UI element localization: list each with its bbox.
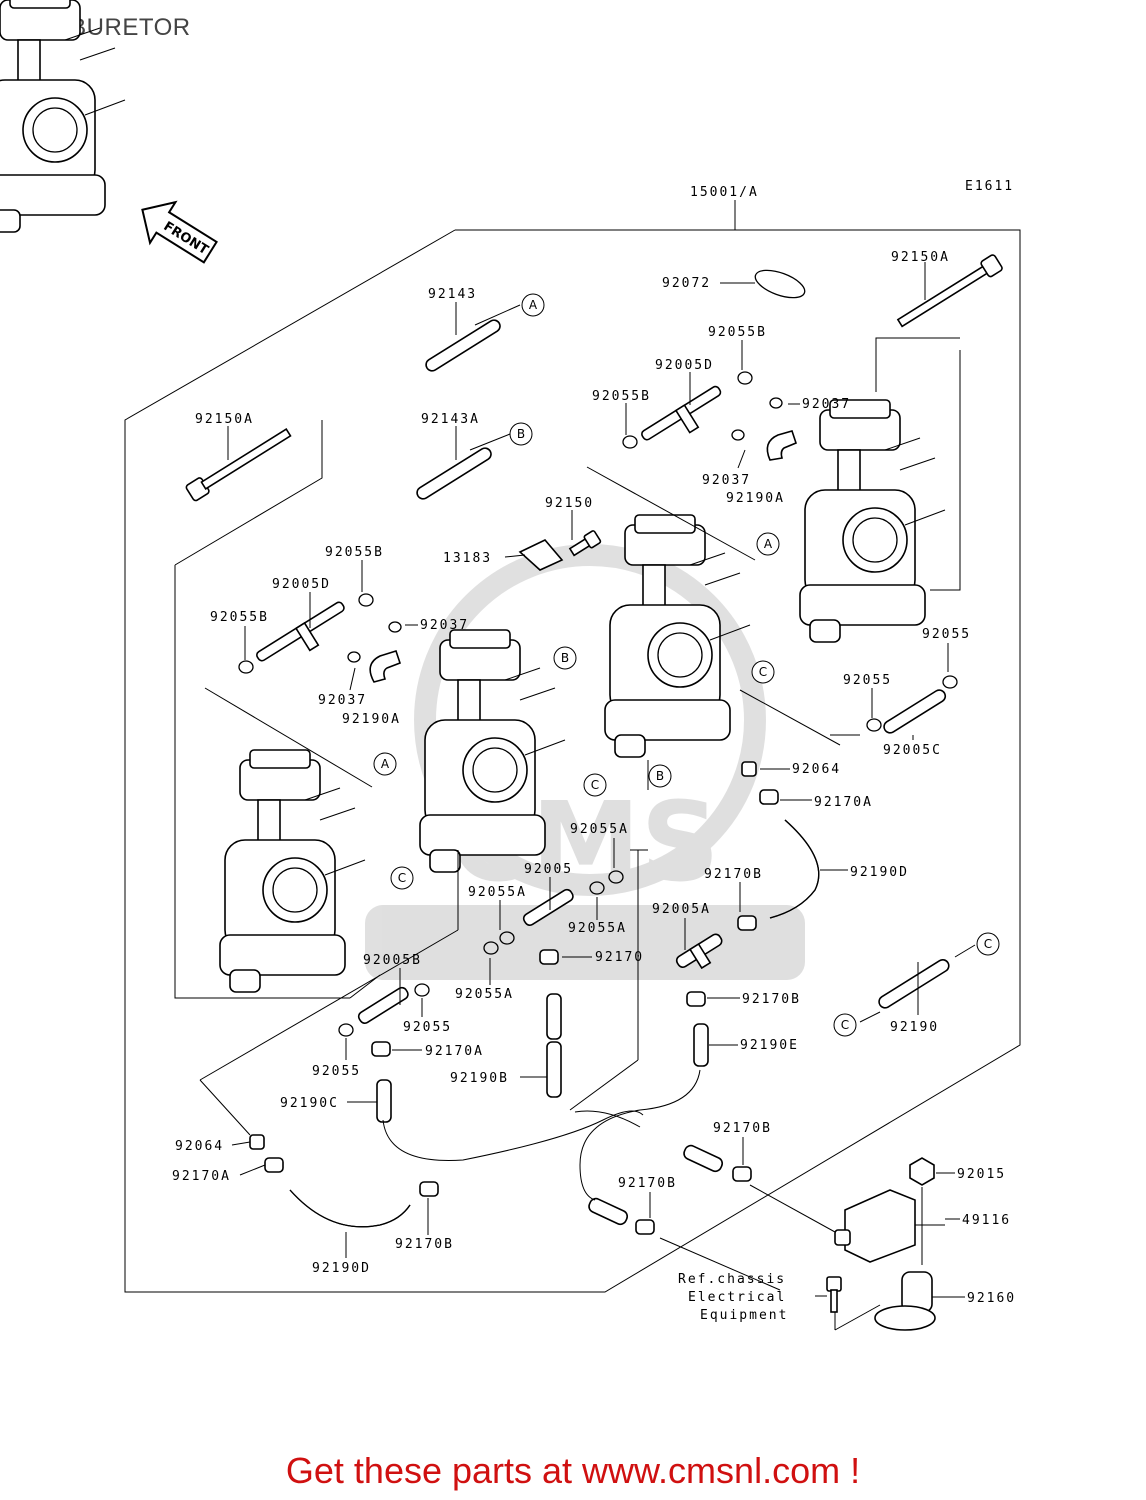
part-label: 92190 — [890, 1020, 939, 1035]
leader-lines — [199, 262, 976, 1331]
part-label: 92170B — [618, 1176, 677, 1191]
part-label: 92037 — [420, 618, 469, 633]
part-label: 92055 — [312, 1064, 361, 1079]
svg-text:B: B — [561, 651, 569, 665]
part-label: 92055A — [468, 885, 527, 900]
part-label: 92005 — [524, 862, 573, 877]
part-label: 92055A — [570, 822, 629, 837]
svg-text:A: A — [764, 537, 773, 551]
part-label: 92190C — [280, 1096, 339, 1111]
part-label: 92037 — [318, 693, 367, 708]
part-label: 92190D — [850, 865, 909, 880]
part-label: 92150A — [891, 250, 950, 265]
svg-text:B: B — [656, 769, 664, 783]
parts-diagram: CMS E1611 15001/A FRONT — [0, 0, 1021, 1331]
part-label: 92190B — [450, 1071, 509, 1086]
part-label: 92190A — [342, 712, 401, 727]
part-label: 92005D — [272, 577, 331, 592]
part-label: 92055B — [592, 389, 651, 404]
callout-markers: A B A B A C C B C C C — [373, 293, 1000, 1037]
svg-text:C: C — [841, 1018, 849, 1032]
part-label: 92064 — [792, 762, 841, 777]
svg-text:A: A — [529, 298, 538, 312]
front-arrow-icon: FRONT — [141, 200, 218, 264]
svg-text:Equipment: Equipment — [700, 1308, 788, 1323]
part-label: 92170A — [814, 795, 873, 810]
part-label: 92160 — [967, 1291, 1016, 1306]
part-label: 92005B — [363, 953, 422, 968]
part-label: 92072 — [662, 276, 711, 291]
part-label: 92170A — [425, 1044, 484, 1059]
part-label: 92170 — [595, 950, 644, 965]
part-label: 92190A — [726, 491, 785, 506]
svg-text:C: C — [759, 665, 767, 679]
svg-text:C: C — [984, 937, 992, 951]
part-label: 92037 — [802, 397, 851, 412]
o-ring-icon — [238, 371, 958, 1037]
reference-note: Ref.chassis Electrical Equipment — [678, 1272, 788, 1323]
part-label: 92170B — [704, 867, 763, 882]
svg-text:Electrical: Electrical — [688, 1290, 786, 1305]
assembly-frame — [124, 229, 1021, 1293]
part-label: 92005D — [655, 358, 714, 373]
part-label: 92064 — [175, 1139, 224, 1154]
part-label: 49116 — [962, 1213, 1011, 1228]
part-label: 92170B — [742, 992, 801, 1007]
svg-text:C: C — [398, 871, 406, 885]
part-label: 92055B — [210, 610, 269, 625]
part-label: 92150A — [195, 412, 254, 427]
part-label: 92190E — [740, 1038, 799, 1053]
assembly-label: 15001/A — [690, 185, 759, 200]
carburetor-icon — [0, 0, 126, 233]
part-label: 92143A — [421, 412, 480, 427]
svg-text:C: C — [591, 778, 599, 792]
part-label: 92055B — [708, 325, 767, 340]
part-label: 92143 — [428, 287, 477, 302]
svg-text:B: B — [517, 427, 525, 441]
part-label: 92055A — [455, 987, 514, 1002]
part-label: 92150 — [545, 496, 594, 511]
part-label: 92055 — [922, 627, 971, 642]
part-label: 92005C — [883, 743, 942, 758]
part-label: 92055 — [403, 1020, 452, 1035]
part-labels: 92143 92143A 92150A 92072 92150A 92055B … — [172, 250, 1016, 1306]
part-label: 92190D — [312, 1261, 371, 1276]
part-label: 92170B — [713, 1121, 772, 1136]
part-label: 92055A — [568, 921, 627, 936]
part-label: 13183 — [443, 551, 492, 566]
part-label: 92055B — [325, 545, 384, 560]
part-label: 92005A — [652, 902, 711, 917]
part-label: 92037 — [702, 473, 751, 488]
part-label: 92170A — [172, 1169, 231, 1184]
part-label: 92015 — [957, 1167, 1006, 1182]
diagram-code: E1611 — [965, 179, 1014, 194]
part-label: 92170B — [395, 1237, 454, 1252]
solenoid-valve-icon — [834, 1189, 945, 1263]
hose-clamp-icon — [264, 789, 779, 1235]
footer-link[interactable]: Get these parts at www.cmsnl.com ! — [285, 1450, 861, 1491]
svg-text:Ref.chassis: Ref.chassis — [678, 1272, 786, 1287]
svg-text:A: A — [381, 757, 390, 771]
part-label: 92055 — [843, 673, 892, 688]
